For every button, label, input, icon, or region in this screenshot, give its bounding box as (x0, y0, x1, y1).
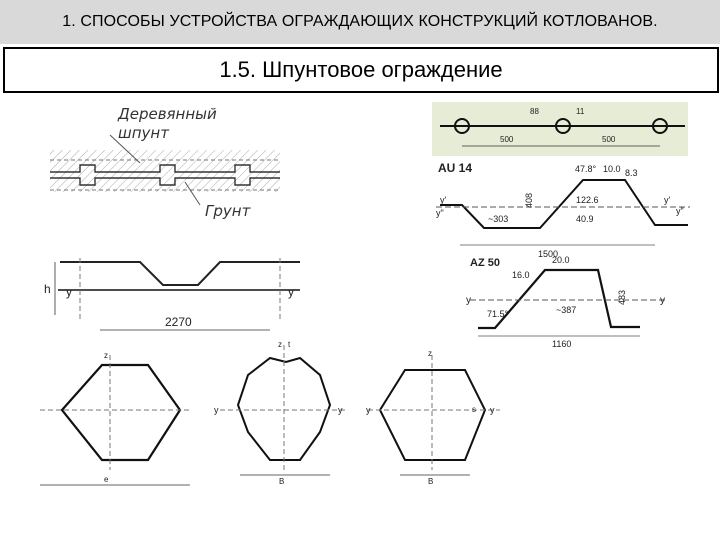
larssen-figure: h y y 2270 (44, 258, 300, 331)
az50-20: 20.0 (552, 255, 570, 265)
az50-1160: 1160 (552, 339, 571, 349)
box-pile-hex-right: z y y s B (366, 349, 500, 486)
larssen-y-right: y (288, 285, 294, 299)
hex-right-y-right: y (490, 405, 495, 415)
hex-right-b: B (428, 477, 433, 486)
az50-y-right: y (660, 295, 665, 306)
au14-y1: y' (440, 195, 447, 205)
box-pile-hex-left: z e (40, 351, 190, 486)
cross-b: B (279, 477, 284, 486)
au14-y3: y' (664, 195, 671, 205)
connector-figure: 500 500 88 11 (432, 102, 688, 156)
wood-sheet-pile-figure: Деревянный шпунт Грунт (50, 105, 280, 220)
au14-409: 40.9 (576, 214, 594, 224)
au14-1500: 1500 (538, 249, 558, 259)
section-title: 1. СПОСОБЫ УСТРОЙСТВА ОГРАЖДАЮЩИХ КОНСТР… (62, 13, 658, 30)
az50-387: ~387 (556, 305, 576, 315)
az50-483: 483 (617, 290, 627, 305)
section-header: 1. СПОСОБЫ УСТРОЙСТВА ОГРАЖДАЮЩИХ КОНСТР… (0, 0, 720, 44)
box-pile-cross: z t y y B (214, 340, 345, 486)
az50-16: 16.0 (512, 270, 530, 280)
dim-88: 88 (530, 107, 539, 116)
dim-500-a: 500 (500, 135, 514, 144)
au14-y4: y" (676, 206, 684, 216)
hex-right-z: z (428, 349, 432, 358)
larssen-h: h (44, 282, 51, 296)
au14-angle: 47.8° (575, 164, 597, 174)
label-wood-sheet-2: шпунт (118, 124, 170, 142)
au14-1226: 122.6 (576, 195, 599, 205)
au14-y2: y" (436, 208, 444, 218)
hex-left-e: e (104, 475, 109, 484)
au14-408: 408 (524, 193, 534, 208)
label-soil: Грунт (205, 202, 252, 220)
cross-t: t (288, 340, 291, 349)
dim-11: 11 (576, 107, 585, 116)
au14-83: 8.3 (625, 168, 638, 178)
az50-figure: AZ 50 16.0 20.0 71.5° ~387 483 1160 y y (466, 255, 665, 349)
az50-y-left: y (466, 295, 471, 306)
au14-name: AU 14 (438, 161, 472, 175)
az50-angle: 71.5° (487, 309, 509, 319)
au14-303: ~303 (488, 214, 508, 224)
label-wood-sheet-1: Деревянный (117, 105, 217, 123)
au14-10: 10.0 (603, 164, 621, 174)
hex-right-s: s (472, 405, 476, 414)
larssen-y-left: y (66, 285, 72, 299)
cross-z: z (278, 340, 282, 349)
slide-title-box: 1.5. Шпунтовое ограждение (3, 47, 719, 93)
au14-figure: AU 14 47.8° 10.0 8.3 408 122.6 40.9 ~303… (436, 161, 690, 259)
cross-y-right: y (338, 405, 343, 415)
larssen-2270: 2270 (165, 315, 192, 329)
az50-name: AZ 50 (470, 257, 500, 269)
slide-title: 1.5. Шпунтовое ограждение (219, 57, 503, 82)
cross-y-left: y (214, 405, 219, 415)
hex-right-y-left: y (366, 405, 371, 415)
hex-left-z-top: z (104, 351, 108, 360)
dim-500-b: 500 (602, 135, 616, 144)
